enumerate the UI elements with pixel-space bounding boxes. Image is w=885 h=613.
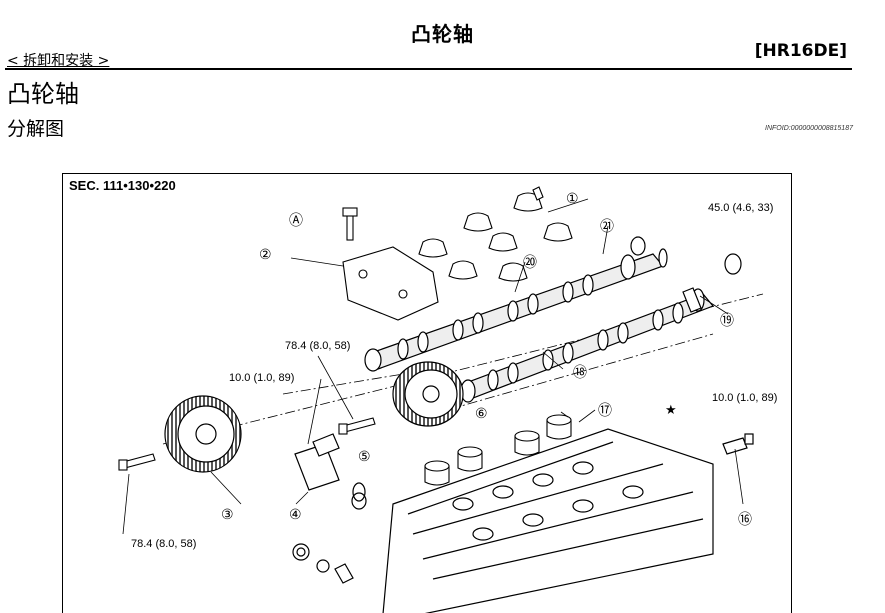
valve-lifters: [424, 414, 572, 486]
torque-spec-78-upper: 78.4 (8.0, 58): [285, 340, 351, 352]
lower-camshaft: [460, 288, 714, 403]
callout-16: ⑯: [738, 511, 752, 527]
small-parts: [292, 433, 754, 584]
callout-21: ㉑: [600, 218, 614, 234]
torque-spec-10-right: 10.0 (1.0, 89): [712, 392, 778, 404]
page-title: 凸轮轴: [411, 22, 474, 46]
header-divider: [5, 68, 852, 70]
callout-6: ⑥: [475, 405, 488, 421]
section-title: 凸轮轴: [7, 80, 79, 108]
torque-spec-10-left: 10.0 (1.0, 89): [229, 372, 295, 384]
engine-code: [HR16DE]: [754, 41, 847, 61]
leader-lines: [122, 198, 744, 535]
exhaust-sprocket: [164, 395, 242, 473]
exploded-view-diagram: SEC. 111•130•220 ① ② ③ ④ ⑤ ⑥ ⑯ ⑰ ⑱ ⑲ ⑳ ㉑…: [62, 173, 792, 613]
sub-title: 分解图: [7, 118, 65, 140]
front-camshaft-bracket: [342, 207, 439, 321]
star-mark: ★: [665, 402, 677, 417]
callout-20: ⑳: [523, 254, 537, 270]
callout-19: ⑲: [720, 312, 734, 328]
callout-18: ⑱: [573, 364, 587, 380]
breadcrumb[interactable]: < 拆卸和安装 >: [7, 53, 110, 69]
callout-17: ⑰: [598, 402, 612, 418]
torque-spec-45: 45.0 (4.6, 33): [708, 202, 774, 214]
callout-1: ①: [566, 190, 579, 206]
callout-a: Ⓐ: [289, 212, 303, 228]
callout-2: ②: [259, 246, 272, 262]
info-id: INFOID:0000000008815187: [765, 125, 853, 132]
sprocket-bolts: [118, 417, 376, 471]
callout-4: ④: [289, 506, 302, 522]
intake-sprocket: [392, 361, 464, 427]
oil-control-solenoid: [294, 433, 366, 502]
camshaft-end-plugs: [630, 236, 742, 313]
torque-spec-78-lower: 78.4 (8.0, 58): [131, 538, 197, 550]
callout-3: ③: [221, 506, 234, 522]
callout-5: ⑤: [358, 448, 371, 464]
cylinder-head: [382, 428, 714, 613]
diagram-drawing: [118, 186, 764, 613]
section-reference-label: SEC. 111•130•220: [69, 178, 176, 193]
upper-camshaft: [364, 248, 668, 372]
